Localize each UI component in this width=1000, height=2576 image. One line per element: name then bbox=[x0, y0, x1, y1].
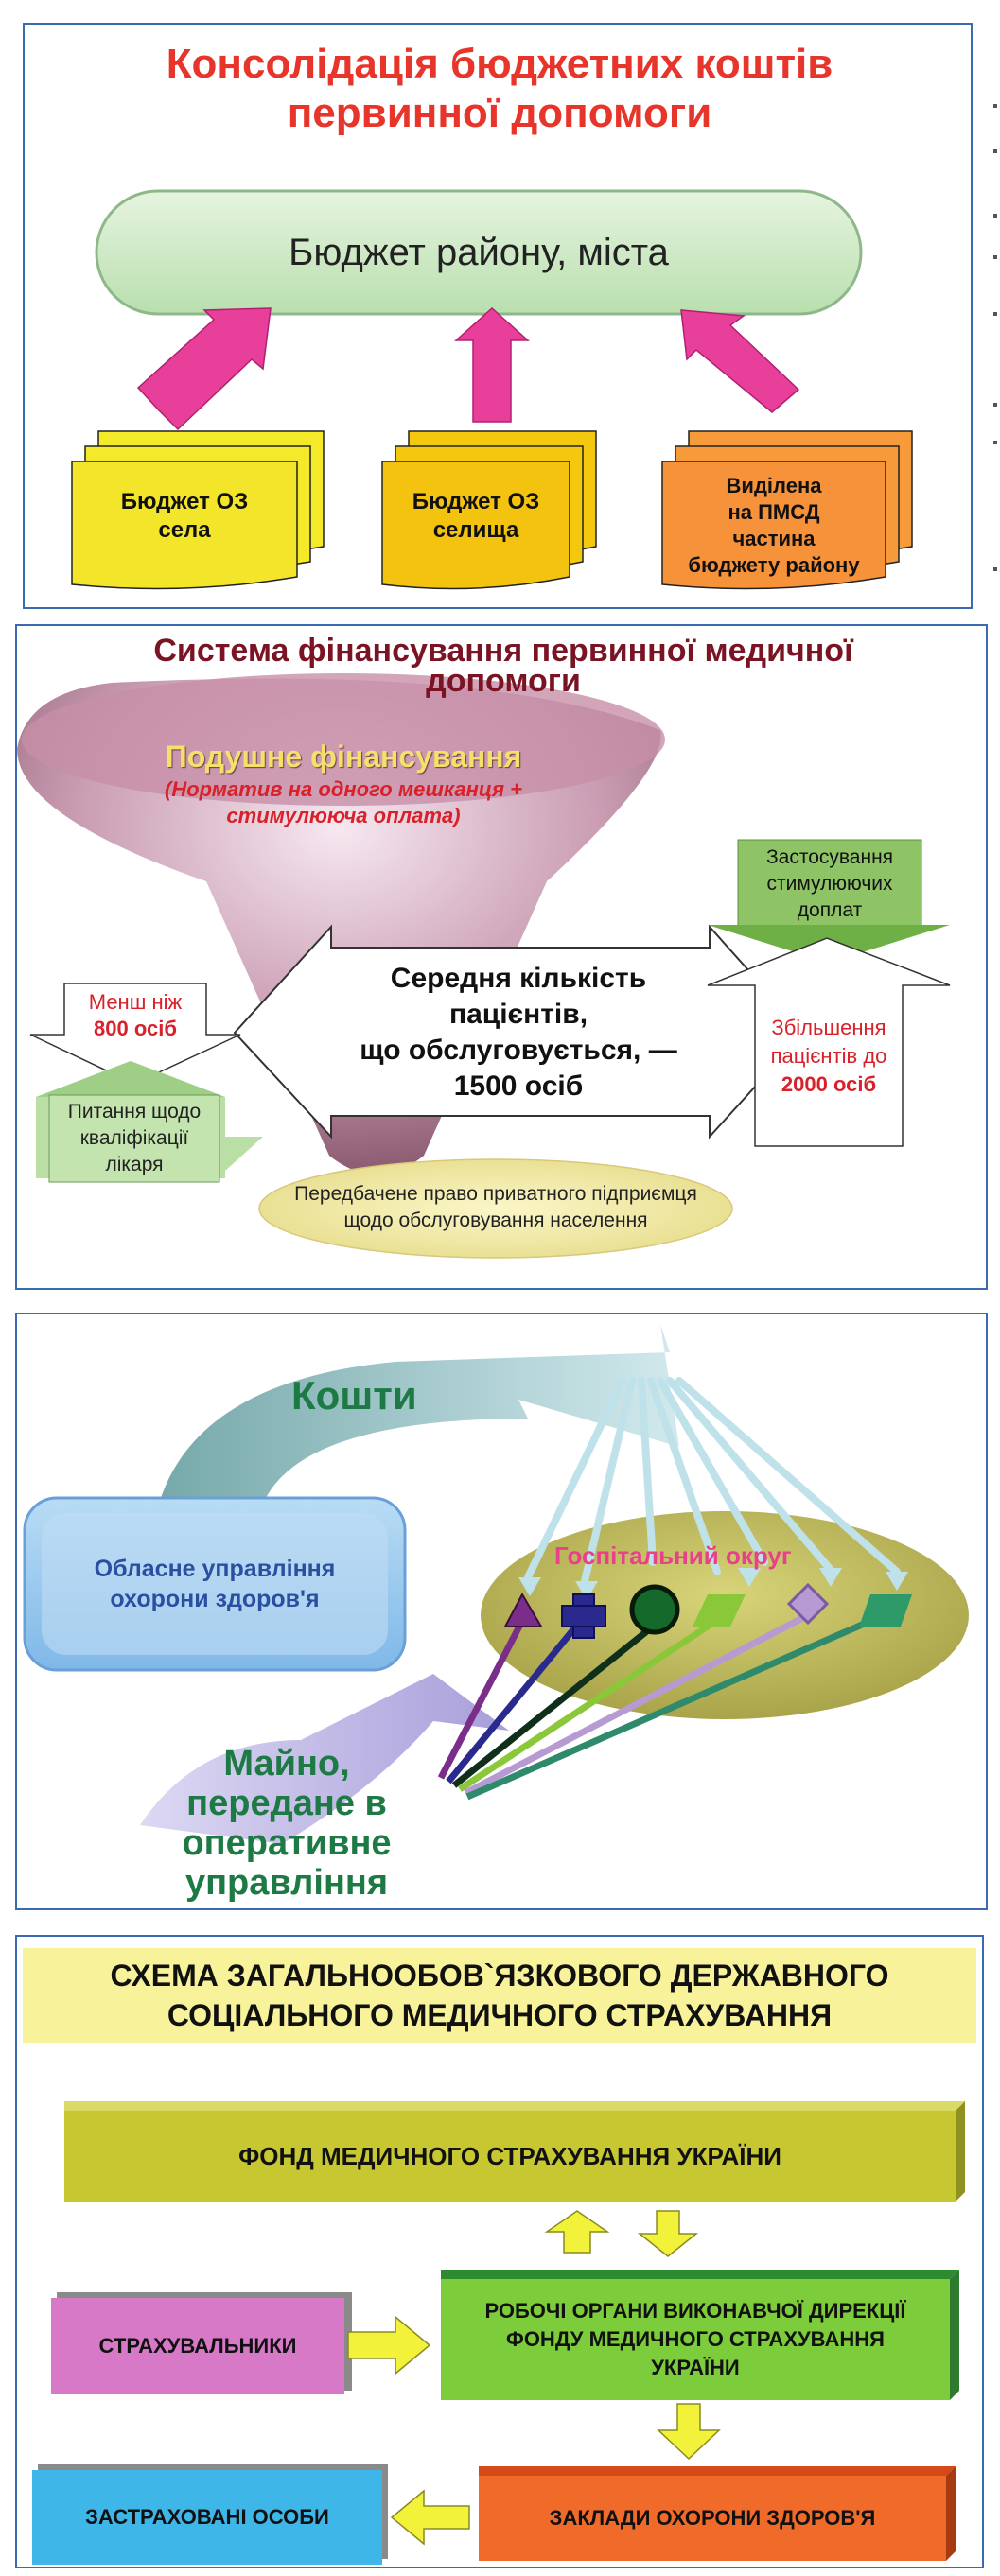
oblast-inner bbox=[42, 1513, 388, 1655]
exec-box-side bbox=[950, 2270, 959, 2400]
left-small-box bbox=[29, 983, 241, 1085]
margin-mark bbox=[993, 214, 997, 218]
left-box-text: Менш ніж 800 осіб bbox=[88, 990, 183, 1040]
doc-village-label: Бюджет ОЗ села bbox=[120, 489, 249, 543]
panel1-graphics bbox=[71, 189, 913, 590]
panel4-graphics bbox=[32, 2101, 965, 2565]
triangle-icon bbox=[503, 1592, 543, 1627]
exec-box bbox=[441, 2279, 950, 2400]
left-arrow-icon bbox=[390, 2489, 470, 2546]
exec-box-top bbox=[441, 2270, 959, 2279]
arrow-icon bbox=[680, 309, 800, 413]
margin-mark bbox=[993, 567, 997, 571]
arrow-icon bbox=[136, 307, 272, 431]
left-green-rect bbox=[48, 1094, 220, 1183]
institutions-box-side bbox=[946, 2466, 956, 2561]
panel-financing-system: Система фінансування первинної медичної … bbox=[15, 624, 988, 1290]
fund-label: ФОНД МЕДИЧНОГО СТРАХУВАННЯ УКРАЇНИ bbox=[238, 2141, 781, 2170]
right-green-text: Застосування стимулюючих доплат bbox=[765, 846, 894, 921]
left-green-text: Питання щодо кваліфікації лікаря bbox=[67, 1101, 202, 1175]
right-white-box bbox=[707, 937, 951, 1147]
doc-settlement-label: Бюджет ОЗ селища bbox=[412, 489, 540, 543]
exec-label: РОБОЧІ ОРГАНИ ВИКОНАВЧОЇ ДИРЕКЦІЇ ФОНДУ … bbox=[484, 2299, 906, 2379]
arrow-icon bbox=[454, 306, 530, 423]
down-arrow-icon bbox=[637, 2210, 699, 2257]
margin-mark bbox=[993, 255, 997, 259]
page-title: Консолідація бюджетних коштів первинної … bbox=[166, 41, 833, 136]
insured-box bbox=[32, 2470, 382, 2565]
funnel-top bbox=[22, 673, 665, 806]
left-green-arrow bbox=[36, 1061, 225, 1097]
arrowheads bbox=[518, 1568, 908, 1600]
green-parallelogram-icon bbox=[859, 1594, 912, 1627]
funnel-subtitle: (Норматив на одного мешканця + стимулююч… bbox=[165, 777, 522, 827]
insurers-box bbox=[51, 2298, 344, 2394]
margin-mark bbox=[993, 104, 997, 108]
circle-icon bbox=[629, 1584, 680, 1635]
cross-icon bbox=[561, 1593, 606, 1639]
funnel-title: Подушне фінансування bbox=[165, 739, 522, 774]
money-arrows bbox=[524, 1377, 901, 1585]
doc-stack-village bbox=[71, 430, 325, 590]
panel-insurance-scheme: СХЕМА ЗАГАЛЬНООБОВ`ЯЗКОВОГО ДЕРЖАВНОГО С… bbox=[15, 1935, 984, 2568]
property-lines bbox=[437, 1611, 886, 1801]
doc-district-label: Виділена на ПМСД частина бюджету району bbox=[688, 474, 860, 577]
doc-stack-settlement bbox=[381, 430, 597, 590]
fund-box-top bbox=[64, 2101, 965, 2111]
fund-box-side bbox=[956, 2101, 965, 2202]
institutions-box bbox=[479, 2476, 946, 2561]
institutions-box-top bbox=[479, 2466, 956, 2476]
margin-mark bbox=[993, 441, 997, 444]
fund-box bbox=[64, 2111, 956, 2202]
oval-label: Бюджет району, міста bbox=[289, 231, 669, 273]
parallelogram-icon bbox=[693, 1594, 746, 1627]
property-label: Майно, передане в оперативне управління bbox=[182, 1744, 392, 1903]
panel2-title: Система фінансування первинної медичної … bbox=[153, 633, 853, 699]
institutions-label: ЗАКЛАДИ ОХОРОНИ ЗДОРОВ'Я bbox=[549, 2506, 876, 2530]
insurers-label: СТРАХУВАЛЬНИКИ bbox=[98, 2334, 297, 2358]
panel-budget-consolidation: Консолідація бюджетних коштів первинної … bbox=[23, 23, 973, 609]
oblast-label: Обласне управління охорони здоров'я bbox=[94, 1556, 336, 1612]
doc-stack-district bbox=[661, 430, 913, 590]
funnel-shape bbox=[17, 678, 661, 1175]
panel3-graphics bbox=[23, 1324, 969, 1844]
money-swoosh bbox=[159, 1324, 679, 1504]
margin-mark bbox=[993, 149, 997, 153]
diamond-icon bbox=[786, 1582, 830, 1626]
bottom-oval-text: Передбачене право приватного підприємця … bbox=[294, 1183, 697, 1231]
panel2-graphics bbox=[17, 673, 951, 1259]
district-budget-oval bbox=[95, 189, 863, 316]
bottom-oval bbox=[258, 1158, 733, 1259]
margin-mark bbox=[993, 403, 997, 407]
margin-mark bbox=[993, 312, 997, 316]
down-arrow-icon-2 bbox=[657, 2403, 721, 2461]
right-green-rect bbox=[737, 839, 922, 930]
property-swoosh bbox=[140, 1674, 509, 1844]
right-arrow-icon bbox=[347, 2315, 431, 2376]
up-arrow-icon bbox=[544, 2210, 610, 2254]
insurance-header: СХЕМА ЗАГАЛЬНООБОВ`ЯЗКОВОГО ДЕРЖАВНОГО С… bbox=[23, 1948, 976, 2043]
money-label: Кошти bbox=[291, 1373, 417, 1418]
panel-hospital-district: Кошти Обласне управління охорони здоров'… bbox=[15, 1313, 988, 1910]
hospital-label: Госпітальний округ bbox=[554, 1541, 792, 1570]
right-box-text: Збільшення пацієнтів до 2000 осіб bbox=[770, 1016, 887, 1096]
insured-label: ЗАСТРАХОВАНІ ОСОБИ bbox=[85, 2505, 329, 2529]
center-text: Середня кількість пацієнтів, що обслугов… bbox=[360, 963, 677, 1102]
